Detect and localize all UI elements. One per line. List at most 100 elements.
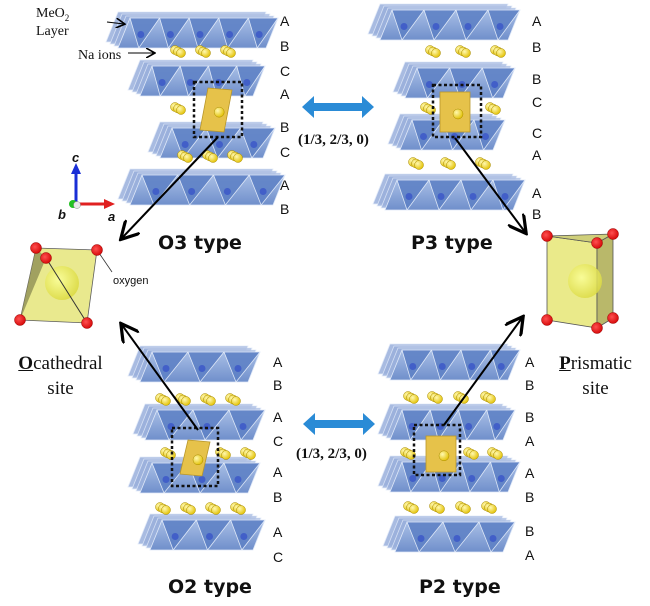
na-ion-row [155,393,171,406]
na-ion [461,48,471,58]
metal-ion [409,475,417,482]
stacking-letter: A [273,464,283,480]
na-ion [231,396,241,406]
metal-ion [400,23,408,30]
metal-ion [501,193,509,200]
metal-ion [152,188,160,195]
na-ion [414,160,424,170]
na-ion-row [227,150,243,163]
na-ion [435,504,445,514]
na-ion-row [480,391,496,404]
na-ion [496,48,506,58]
metal-ion [468,475,476,482]
stacking-letter: A [525,465,535,481]
stacking-letter: A [273,354,283,370]
metal-ion [186,79,194,86]
na-ion-row [170,102,186,115]
na-ion [161,505,171,515]
metal-ion [216,141,223,148]
octahedron [188,17,220,49]
prismatic-site-polyhedron [541,228,619,334]
prismatic-rest: rismatic [570,353,632,374]
na-ion [481,160,491,170]
axis-b-label: b [58,207,66,222]
octahedron [161,519,198,551]
meo2-layer [367,3,521,41]
octahedral-site-polyhedron [14,242,113,329]
octahedron [460,349,492,381]
octahedron [129,17,161,49]
stacking-letter: B [273,377,282,393]
stacking-letter: A [532,13,542,29]
na-ion-row [481,501,497,514]
metal-ion [158,79,166,86]
na-ion [469,450,479,460]
metal-ion [181,141,189,148]
metal-ion [497,363,505,370]
na-ion-row [177,150,193,163]
stacking-letter: B [280,119,289,135]
meo2-subscript: 2 [64,12,70,23]
meo2-layer [127,59,266,97]
o2-p2-shift-vector: (1/3, 2/3, 0) [296,446,367,462]
octahedron [401,461,433,493]
na-ion [246,450,256,460]
metal-ion [496,23,504,30]
octahedron [416,67,451,99]
octahedron-edge [45,257,88,324]
octahedral-initial: O [18,353,34,374]
na-ion-row [490,45,506,58]
octahedron [428,179,462,211]
octahedron [449,67,484,99]
octahedron [212,174,251,206]
metal-ion [405,193,413,200]
octahedral-site-label: Ocathedral site [8,352,113,401]
metal-ion [482,133,489,140]
octahedron [486,409,516,441]
metal-ion [465,423,473,430]
na-ion [433,394,443,404]
metal-ion [469,193,477,200]
na-ion-row [225,393,241,406]
metal-ion [234,476,242,483]
na-ion-row [475,157,491,170]
na-ion [161,396,171,406]
octahedron [457,409,488,441]
octahedron [455,9,489,41]
metal-ion [417,535,425,542]
octahedron [401,349,433,381]
stacking-letter: B [532,206,541,222]
na-ion [493,450,503,460]
oxygen-atom [40,252,52,264]
na-ion [233,153,243,163]
double-arrow-o3-p3 [302,96,374,118]
stacking-letter: B [273,489,282,505]
stacking-letter: C [532,125,542,141]
metal-ion [196,31,204,38]
octahedron [151,351,189,383]
o3-type-title: O3 type [158,232,242,254]
metal-ion [491,81,499,88]
arrow-p2-to-prismatic [443,318,522,426]
na-ion-row [240,447,256,460]
prismatic-site-label: Prismatic site [548,352,643,401]
na-ion [487,504,497,514]
stacking-letter: B [525,489,534,505]
stacking-letter: B [280,38,289,54]
octahedron [141,174,179,206]
axis-a-label: a [108,209,116,224]
na-ion [409,504,419,514]
octahedron [159,17,190,49]
metal-ion [239,423,247,430]
octahedron [247,17,279,49]
metal-ion [234,365,242,372]
unit-site-highlight-box [431,83,483,139]
oxygen-atom [14,314,26,326]
metal-ion [166,31,174,38]
na-ion [192,454,204,466]
octahedron [223,462,261,494]
na-ion [431,48,441,58]
na-ion [186,505,196,515]
metal-ion [171,533,179,540]
